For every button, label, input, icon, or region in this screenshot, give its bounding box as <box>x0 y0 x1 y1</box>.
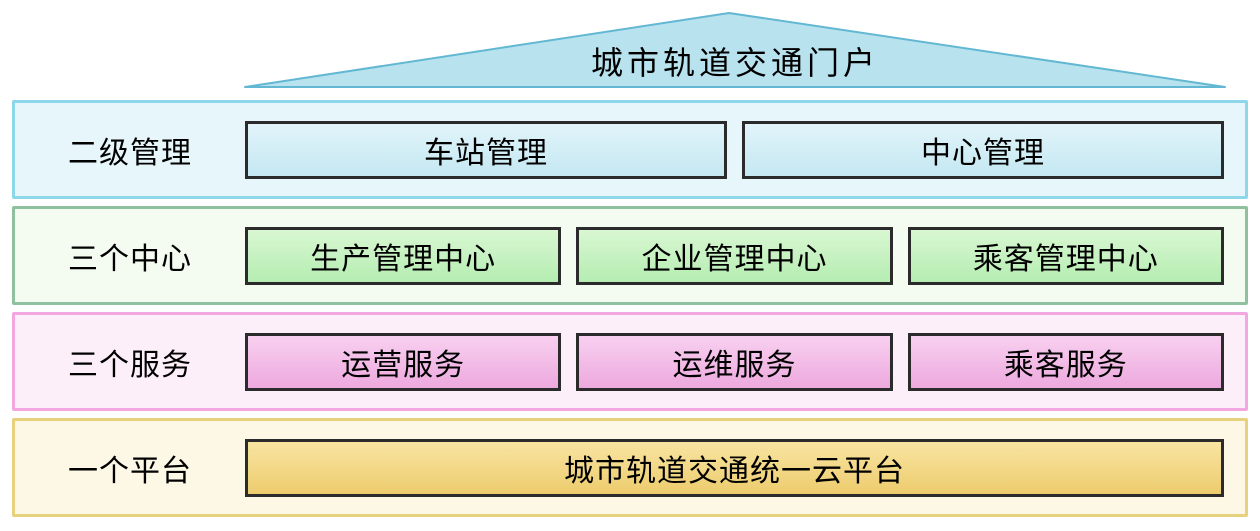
row-label-three-services: 三个服务 <box>68 348 192 382</box>
box-passenger-management-center: 乘客管理中心 <box>907 226 1224 285</box>
box-station-management: 车站管理 <box>245 120 727 179</box>
portal-roof: 城市轨道交通门户 <box>243 10 1227 90</box>
box-enterprise-management-center: 企业管理中心 <box>576 226 893 285</box>
box-production-management-center: 生产管理中心 <box>245 226 562 285</box>
layer-rows: 二级管理 车站管理 中心管理 三个中心 生产管理中心 企业管理中心 乘客管理中心… <box>12 100 1248 517</box>
row-boxes-one-platform: 城市轨道交通统一云平台 <box>245 438 1224 497</box>
row-boxes-three-services: 运营服务 运维服务 乘客服务 <box>245 332 1224 391</box>
row-one-platform: 一个平台 城市轨道交通统一云平台 <box>12 418 1248 517</box>
box-center-management: 中心管理 <box>742 120 1224 179</box>
portal-title: 城市轨道交通门户 <box>590 45 879 81</box>
row-boxes-three-centers: 生产管理中心 企业管理中心 乘客管理中心 <box>245 226 1224 285</box>
box-unified-cloud-platform: 城市轨道交通统一云平台 <box>245 438 1224 497</box>
row-label-two-level-management: 二级管理 <box>68 136 192 170</box>
row-three-centers: 三个中心 生产管理中心 企业管理中心 乘客管理中心 <box>12 206 1248 305</box>
box-passenger-service: 乘客服务 <box>907 332 1224 391</box>
row-two-level-management: 二级管理 车站管理 中心管理 <box>12 100 1248 199</box>
row-three-services: 三个服务 运营服务 运维服务 乘客服务 <box>12 312 1248 411</box>
row-boxes-two-level-management: 车站管理 中心管理 <box>245 120 1224 179</box>
row-label-one-platform: 一个平台 <box>68 454 192 488</box>
row-label-three-centers: 三个中心 <box>68 242 192 276</box>
roof-triangle-icon <box>244 12 1226 88</box>
box-maintenance-service: 运维服务 <box>576 332 893 391</box>
box-operation-service: 运营服务 <box>245 332 562 391</box>
